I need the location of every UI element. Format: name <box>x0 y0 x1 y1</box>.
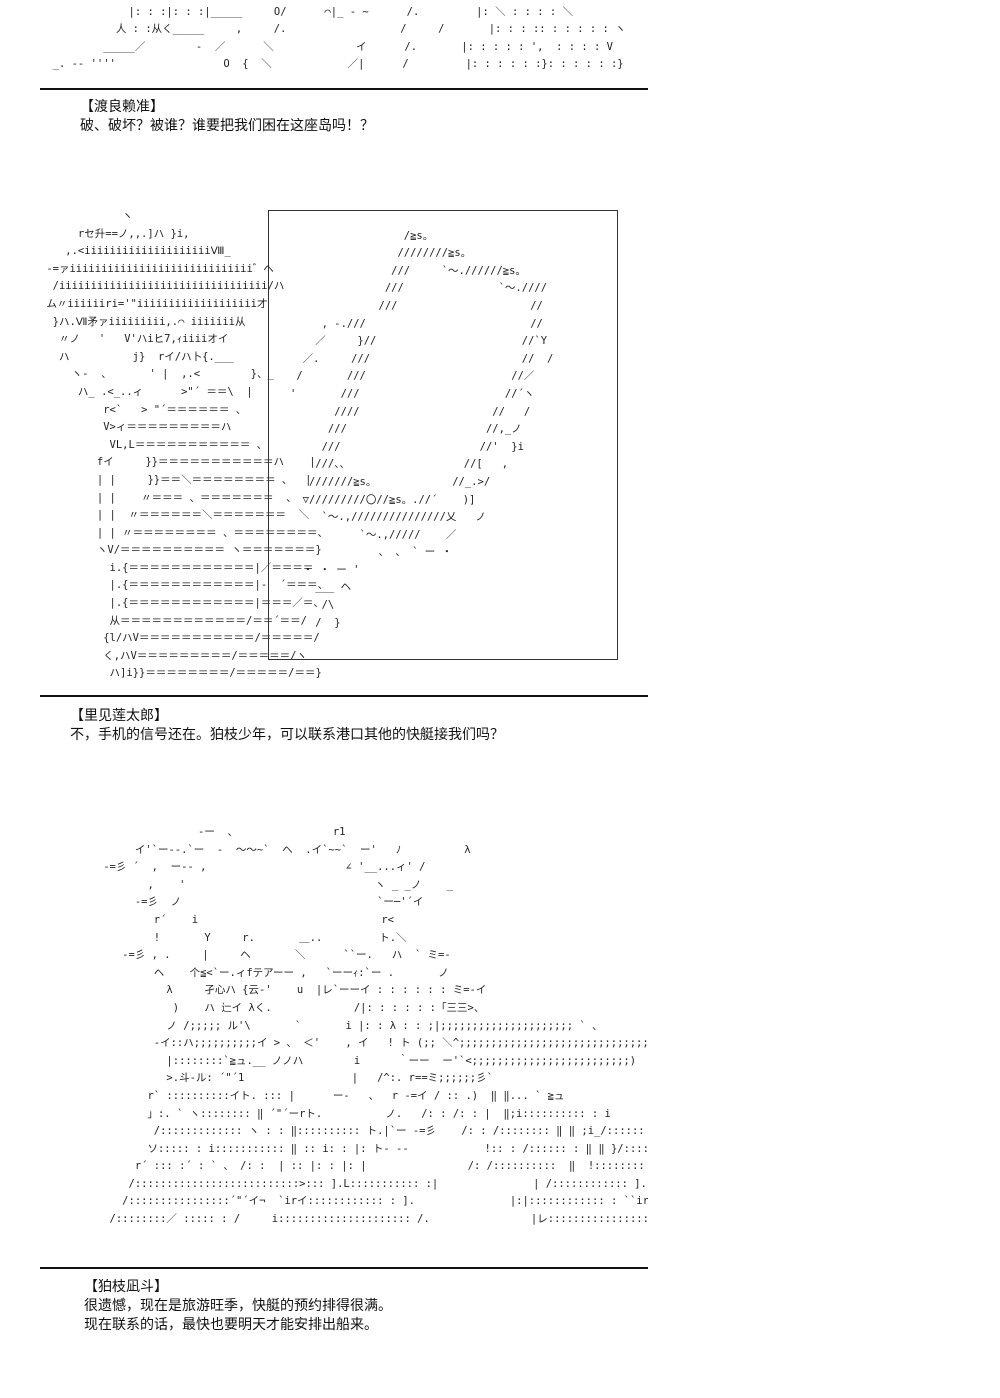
ascii-art-phone-closeup: /≧s。 ////////≧s。 /// `～.//////≧s。 /// `～… <box>290 229 554 629</box>
dialogue-line: 破、破坏？被谁？谁要把我们困在这座岛吗！？ <box>80 118 374 134</box>
panel-divider-2 <box>40 695 648 697</box>
speaker-name: 【里见莲太郎】 <box>70 708 168 724</box>
dialogue-line: 现在联系的话，最快也要明天才能安排出船来。 <box>84 1317 378 1333</box>
dialogue-block-3: 【狛枝凪斗】 很遗憾，现在是旅游旺季，快艇的预约排得很满。 现在联系的话，最快也… <box>84 1278 392 1335</box>
dialogue-block-1: 【渡良赖准】 破、破坏？被谁？谁要把我们困在这座岛吗！？ <box>80 98 374 136</box>
speaker-name: 【渡良赖准】 <box>80 99 164 115</box>
speaker-name: 【狛枝凪斗】 <box>84 1279 168 1295</box>
ascii-art-character-3: ‐ー 、 r1 イ'`ー--.`ー - ～～~` ヘ .イ`~~` ー' ﾉ λ… <box>103 826 648 1226</box>
dialogue-line: 不，手机的信号还在。狛枝少年，可以联系港口其他的快艇接我们吗？ <box>70 727 504 743</box>
panel-divider-1 <box>40 88 648 90</box>
ascii-art-character-2: ヽ rセ升==ノ,,.]ハ }i, ,.<iiiiiiiiiiiiiiiiiii… <box>46 210 329 680</box>
ascii-art-scene-1: / | : : : / / \ ,-- / |: : : : : \.__ ー … <box>52 5 626 71</box>
panel-divider-3 <box>40 1267 648 1269</box>
dialogue-line: 很遗憾，现在是旅游旺季，快艇的预约排得很满。 <box>84 1298 392 1314</box>
phone-closeup-frame <box>268 210 618 660</box>
dialogue-block-2: 【里见莲太郎】 不，手机的信号还在。狛枝少年，可以联系港口其他的快艇接我们吗？ <box>70 707 504 745</box>
